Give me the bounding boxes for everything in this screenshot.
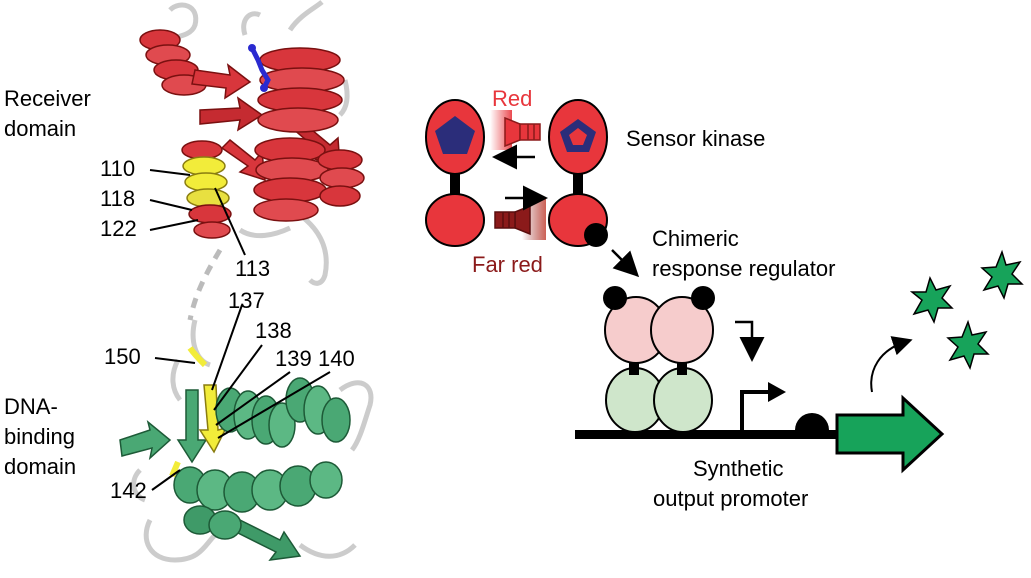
star-icon: [946, 319, 990, 371]
receiver-helix: [317, 149, 365, 207]
receiver-domain-cartoon: [139, 0, 365, 286]
pointer-139: [215, 371, 291, 426]
pointer-140: [217, 371, 331, 439]
pointer-137: [211, 304, 243, 391]
red-light-icon: [490, 110, 541, 150]
receiver-loop: [241, 11, 262, 36]
far-red-light-icon: [494, 198, 546, 240]
receiver-helix: [139, 29, 207, 96]
receiver-loop: [287, 0, 324, 32]
dna-helix: [183, 505, 242, 540]
dna-strand-highlighted: [169, 460, 181, 478]
pointer-122: [149, 219, 199, 231]
pointer-138: [213, 344, 263, 411]
binding-arrow: [735, 320, 765, 362]
residue-label: 110: [100, 156, 136, 181]
residue-label: 140: [318, 346, 355, 371]
red-light-label: Red: [492, 86, 533, 111]
pointer-118: [149, 199, 193, 211]
dna-loop: [143, 518, 217, 563]
response-regulator-label-2: response regulator: [652, 256, 836, 281]
response-regulator-dimer: [603, 286, 715, 433]
phosphate-dot: [603, 286, 627, 310]
chromophore-pentagon: [435, 116, 475, 154]
dna-strand-highlighted: [198, 384, 228, 454]
residue-label: 122: [100, 216, 137, 241]
pointer-110: [149, 169, 191, 176]
dna-strand: [176, 389, 208, 464]
dna-loop: [298, 542, 357, 559]
dna-helix: [285, 377, 351, 443]
dna-loop-highlighted: [187, 346, 208, 368]
phosphate-dot: [691, 286, 715, 310]
star-icon: [980, 249, 1024, 301]
output-promoter-label-2: output promoter: [653, 486, 809, 511]
receiver-loop: [298, 213, 329, 286]
phosphate-dot: [584, 223, 608, 247]
sensor-kinase-left: [425, 99, 485, 247]
dna-loop: [131, 468, 147, 503]
receiver-strand: [199, 96, 264, 132]
residue-label: 138: [255, 318, 292, 343]
dna-strand: [235, 518, 302, 561]
receiver-helix: [257, 47, 345, 133]
dna-strand: [119, 419, 172, 461]
residue-label: 113: [235, 256, 271, 281]
receiver-loop: [238, 225, 292, 239]
dna-binding-domain-label-3: domain: [4, 454, 77, 479]
residue-label: 137: [228, 288, 265, 313]
receiver-strand: [220, 138, 266, 182]
sensor-kinase-label: Sensor kinase: [626, 126, 766, 151]
pointer-113: [214, 187, 246, 256]
output-curved-arrow: [870, 336, 913, 393]
dna-helix: [173, 461, 343, 513]
receiver-domain-label-1: Receiver: [4, 86, 91, 111]
dna-binding-domain-label-2: binding: [4, 424, 75, 449]
residue-label: 150: [104, 344, 141, 369]
phosphotransfer-arrow: [611, 249, 640, 278]
dna-loop: [338, 380, 374, 452]
dna-loop: [170, 358, 183, 402]
residue-label: 118: [100, 186, 136, 211]
receiver-domain-label-2: domain: [4, 116, 77, 141]
far-red-light-label: Far red: [472, 252, 543, 277]
residue-label: 142: [110, 478, 147, 503]
promoter-icon: [740, 382, 786, 430]
pointer-142: [151, 469, 181, 491]
star-icon: [909, 275, 954, 325]
receiver-helix-highlighted: [181, 140, 232, 239]
protein-structure: [119, 0, 374, 563]
output-promoter-label-1: Synthetic: [693, 456, 784, 481]
output-gene-arrow: [835, 394, 945, 474]
phospho-site-residue: [248, 44, 271, 92]
output-stars: [909, 249, 1024, 371]
residue-pointers: [149, 169, 331, 491]
ribosome-binding-site: [795, 413, 829, 430]
sensor-kinase-right: [548, 99, 608, 247]
receiver-loop: [338, 79, 350, 117]
pointer-150: [154, 357, 196, 364]
dna-binding-domain-label-1: DNA-: [4, 394, 58, 419]
response-regulator-label-1: Chimeric: [652, 226, 739, 251]
schematic: [425, 99, 1024, 474]
linker-dashed: [187, 248, 223, 321]
chromophore-pentagon-inner: [569, 128, 587, 145]
residue-label: 139: [275, 346, 312, 371]
receiver-strand: [191, 63, 252, 100]
dna-binding-domain-cartoon: [119, 319, 374, 563]
dna-line: [575, 430, 837, 439]
